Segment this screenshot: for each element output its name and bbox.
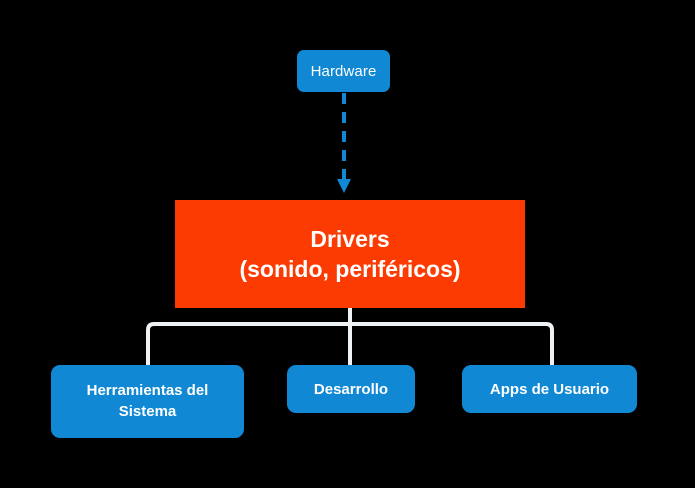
node-apps-de-usuario[interactable]: Apps de Usuario bbox=[462, 365, 637, 413]
node-desarrollo[interactable]: Desarrollo bbox=[287, 365, 415, 413]
node-hardware[interactable]: Hardware bbox=[297, 50, 390, 92]
node-herramientas-label: Herramientas del Sistema bbox=[86, 381, 209, 420]
node-desarrollo-label: Desarrollo bbox=[313, 380, 389, 398]
branch-bracket bbox=[146, 322, 554, 365]
node-drivers[interactable]: Drivers (sonido, periféricos) bbox=[175, 200, 525, 308]
node-apps-label: Apps de Usuario bbox=[489, 380, 610, 398]
node-drivers-label-line2: (sonido, periféricos) bbox=[239, 256, 461, 282]
node-drivers-label-line1: Drivers bbox=[310, 225, 390, 252]
node-hardware-label: Hardware bbox=[310, 62, 377, 80]
node-herramientas-del-sistema[interactable]: Herramientas del Sistema bbox=[51, 365, 244, 438]
arrowhead-down-icon bbox=[337, 179, 351, 193]
